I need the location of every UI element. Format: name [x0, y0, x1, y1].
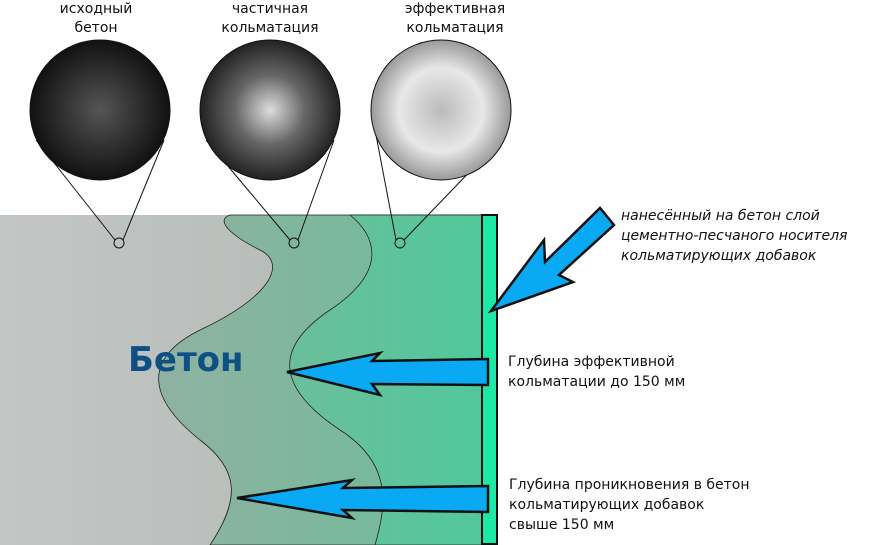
arrow-penetration-depth: [236, 478, 490, 520]
label-effective-colmatation: эффективная кольматация: [370, 0, 540, 38]
annotation-line: кольматации до 150 мм: [508, 374, 686, 390]
annotation-line: кольматирующих добавок: [621, 248, 817, 264]
label-line: кольматация: [221, 20, 319, 36]
annotation-line: цементно-песчаного носителя: [621, 228, 848, 244]
annotation-line: свыше 150 мм: [509, 517, 615, 533]
arrow-layer: [487, 206, 616, 314]
micrograph-effective: [370, 39, 512, 181]
concrete-label: Бетон: [128, 340, 244, 380]
label-original-concrete: исходный бетон: [11, 0, 181, 38]
micrograph-original: [29, 39, 171, 181]
micrograph-partial: [199, 39, 341, 181]
annotation-line: нанесённый на бетон слой: [621, 208, 820, 224]
label-line: эффективная: [404, 1, 506, 17]
label-line: кольматация: [406, 20, 504, 36]
label-line: частичная: [231, 1, 309, 17]
annotation-penetration-depth: Глубина проникновения в бетон кольматиру…: [509, 475, 750, 535]
annotation-line: Глубина эффективной: [508, 354, 675, 370]
annotation-effective-depth: Глубина эффективной кольматации до 150 м…: [508, 352, 685, 392]
microscope-circles: [29, 39, 512, 249]
label-partial-colmatation: частичная кольматация: [185, 0, 355, 38]
label-line: бетон: [74, 20, 118, 36]
annotation-line: Глубина проникновения в бетон: [509, 477, 750, 493]
label-line: исходный: [59, 1, 133, 17]
annotation-line: кольматирующих добавок: [509, 497, 705, 513]
annotation-applied-layer: нанесённый на бетон слой цементно-песчан…: [621, 206, 847, 266]
arrow-effective-depth: [286, 350, 490, 398]
